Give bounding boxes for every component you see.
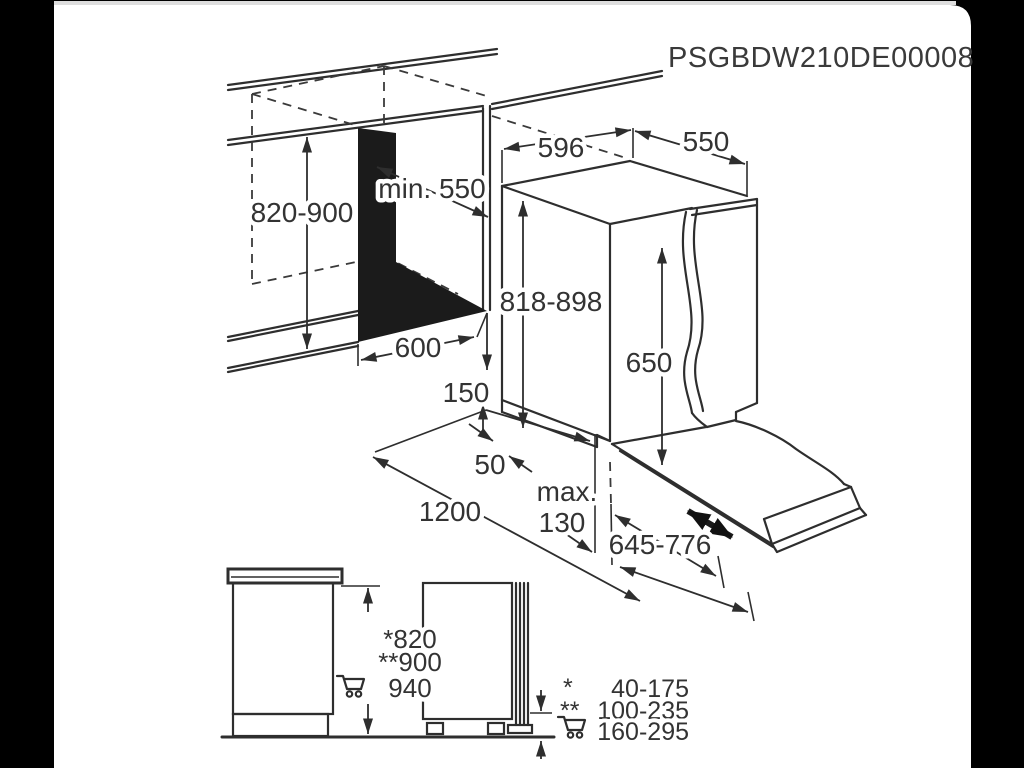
dim-niche-width-label: 600 xyxy=(395,332,442,363)
dim-appliance-height-label: 818-898 xyxy=(500,286,603,317)
side-view-height-cart-label: 940 xyxy=(388,673,431,703)
dim-max-protrusion-label-1: max. xyxy=(537,476,598,507)
legend-value-cart: 160-295 xyxy=(597,718,689,746)
side-view-appliance xyxy=(421,581,552,759)
legend-value-double-star: 100-235 xyxy=(597,697,689,725)
dim-plinth-gap-label: 50 xyxy=(474,449,505,480)
dishwasher-body xyxy=(500,159,759,449)
dim-front-clearance-label: 1200 xyxy=(419,496,481,527)
dimension-lines xyxy=(302,127,749,613)
dim-appliance-depth-label: 550 xyxy=(683,126,730,157)
side-view-height-star-label: *820 xyxy=(383,624,437,654)
top-strip xyxy=(54,1,956,5)
dim-panel-slide-range-label: 645-776 xyxy=(609,529,712,560)
dim-niche-height-label: 820-900 xyxy=(251,197,354,228)
side-view-height-double-star-label: **900 xyxy=(378,647,442,677)
drawing-code-title: PSGBDW210DE00008 xyxy=(668,42,974,74)
dim-door-panel-height-label: 650 xyxy=(626,347,673,378)
dim-niche-depth-label: min. 550 xyxy=(378,173,485,204)
legend-marker-star: * xyxy=(563,674,573,702)
dim-appliance-width-label: 596 xyxy=(538,132,585,163)
dim-max-protrusion-label-2: 130 xyxy=(539,507,586,538)
legend-value-star: 40-175 xyxy=(611,675,689,703)
adjustment-legend: * 40-175 ** 100-235 160-295 xyxy=(556,670,693,750)
dim-plinth-height-label: 150 xyxy=(443,377,490,408)
side-view-cabinet xyxy=(220,567,556,739)
